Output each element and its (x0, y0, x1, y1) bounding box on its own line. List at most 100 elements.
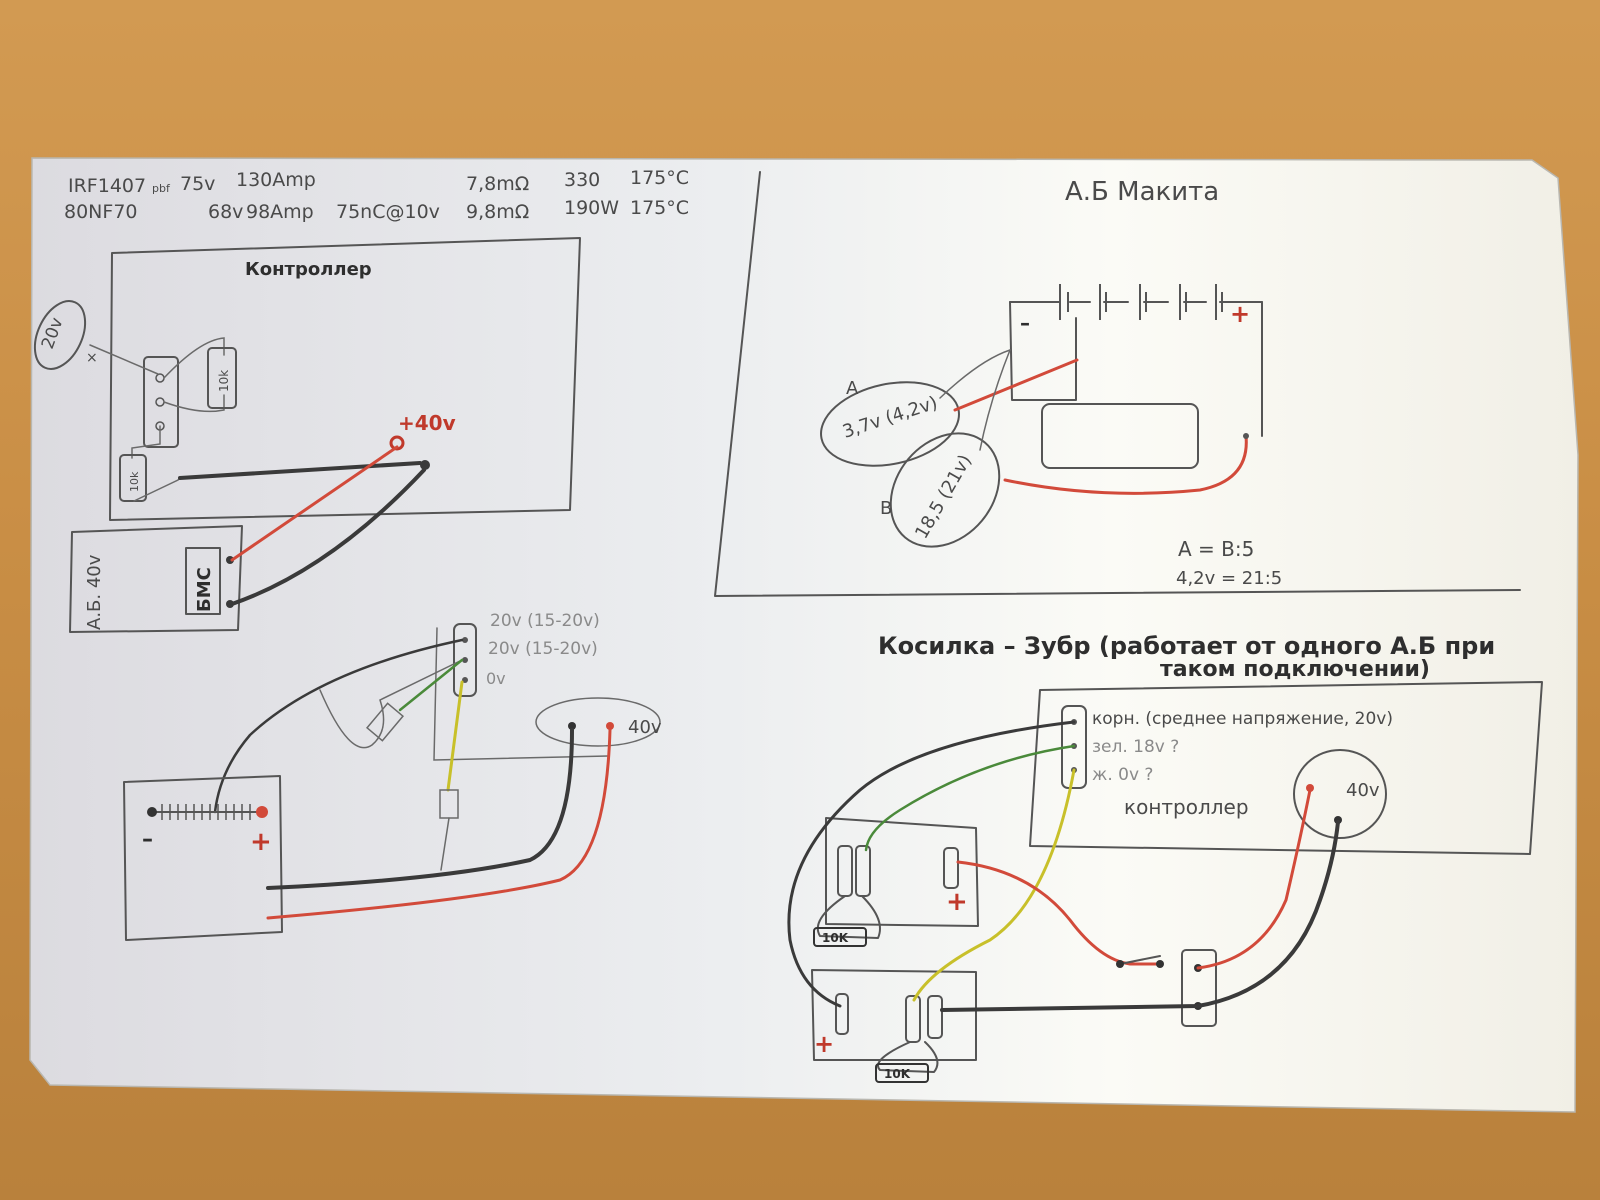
plus-sign: + (250, 827, 272, 857)
controller-box (1029, 681, 1543, 855)
wire (163, 394, 225, 413)
plus-sign-upper: + (946, 887, 968, 917)
spec-row2-voltage: 68v (208, 201, 243, 223)
battery-box (69, 525, 243, 633)
output-voltage: 40v (628, 717, 662, 738)
formula-2: 4,2v = 21:5 (1176, 568, 1282, 589)
trigger-diagram: 20v (15-20v) 20v (15-20v) 0v – + 40v (123, 611, 662, 941)
plus-terminal (256, 806, 268, 818)
resistor-upper-label: 10K (822, 931, 849, 945)
trigger-plug (453, 623, 477, 697)
plus-voltage-label: +40v (398, 411, 456, 435)
minus-terminal (147, 807, 157, 817)
wire-yellow-label: ж. 0v ? (1092, 765, 1153, 785)
controller-title: Контроллер (245, 259, 372, 280)
plus-sign-lower: + (814, 1030, 834, 1058)
switch-lever (1119, 955, 1161, 965)
plug-label-top: 20v (15-20v) (490, 611, 600, 631)
plug-pin (462, 637, 468, 643)
spec-row2-charge: 75nC@10v (336, 201, 440, 223)
wire (979, 349, 1011, 451)
black-wire (213, 638, 464, 814)
switch-contact (1116, 960, 1124, 968)
red-wire (956, 860, 1162, 966)
battery-cells (1059, 284, 1223, 320)
black-wire (787, 720, 1076, 1008)
minus-sign: – (142, 827, 153, 852)
plus-sign: + (1230, 300, 1250, 328)
spec-row2-resistance: 9,8mΩ (466, 201, 529, 223)
black-wire (230, 468, 426, 606)
switch-block (1181, 949, 1217, 1027)
spec-row1-power: 330 (564, 169, 600, 191)
spec-row2-power: 190W (564, 197, 619, 219)
controller-diagram: Контроллер 20v × 10k 10k +40v А.Б. 40v Б… (33, 237, 581, 633)
resistor-bottom-label: 10k (128, 471, 141, 492)
output-bubble (1293, 749, 1387, 839)
spec-row1-current: 130Amp (236, 169, 316, 191)
terminal-dot (226, 556, 234, 564)
switch-contact (1156, 960, 1164, 968)
yellow-wire (446, 680, 464, 792)
spec-row1-voltage: 75v (180, 173, 215, 195)
wire (319, 659, 463, 749)
spec-row2-part: 80NF70 (64, 201, 138, 223)
bms-module (1041, 403, 1199, 469)
resistor-top-label: 10k (217, 370, 231, 392)
terminal-dot (606, 722, 614, 730)
plus-terminal (389, 435, 405, 451)
kosilka-diagram: Косилка – Зубр (работает от одного А.Б п… (787, 632, 1543, 1083)
blade-terminal (835, 993, 849, 1035)
bms-box (185, 547, 221, 615)
pot-cross-mark: × (86, 350, 98, 366)
wire-brown-label: корн. (среднее напряжение, 20v) (1092, 709, 1393, 729)
terminal-dot (568, 722, 576, 730)
wire-green-label: зел. 18v ? (1092, 737, 1179, 757)
yellow-wire (912, 768, 1076, 1002)
green-wire (398, 658, 464, 712)
battery-label: А.Б. 40v (84, 554, 105, 630)
wire (89, 344, 159, 375)
green-wire (864, 744, 1076, 852)
minus-terminal (420, 460, 430, 470)
kosilka-title-line1: Косилка – Зубр (работает от одного А.Б п… (878, 632, 1495, 660)
terminal-dot (1306, 784, 1314, 792)
black-wire (940, 820, 1340, 1012)
resistor-loop (877, 1041, 939, 1073)
red-wire (1196, 788, 1312, 970)
section-border (714, 171, 1521, 597)
battery-box (123, 775, 283, 941)
plug-label-bot: 0v (486, 669, 506, 688)
spec-row1-resistance: 7,8mΩ (466, 173, 529, 195)
red-wire (1003, 434, 1248, 495)
black-wire (266, 728, 574, 890)
blade-terminal (943, 847, 959, 889)
resistor-top (207, 347, 237, 409)
plug-label-mid: 20v (15-20v) (488, 639, 598, 659)
makita-title: А.Б Макита (1065, 177, 1219, 207)
resistor-bottom (119, 454, 147, 502)
wire (939, 349, 1011, 399)
red-wire (230, 445, 399, 562)
output-voltage: 40v (1346, 780, 1380, 801)
blade-terminal (905, 995, 921, 1043)
kosilka-title-line2: таком подключении) (1160, 657, 1430, 682)
formula-1: A = B:5 (1178, 537, 1254, 561)
junction-dot (1243, 433, 1249, 439)
trigger-connector (143, 356, 179, 448)
label-b: B (880, 498, 892, 519)
wire (440, 817, 450, 871)
resistor-upper (813, 927, 867, 947)
wire (163, 337, 225, 379)
battery-box-upper (825, 817, 979, 927)
spec-row2-current: 98Amp (246, 201, 314, 223)
resistor-lower (875, 1063, 929, 1083)
wire (131, 425, 161, 459)
plug-pin (462, 677, 468, 683)
controller-label: контроллер (1124, 795, 1249, 819)
spec-row1-temp: 175°C (630, 167, 689, 189)
pot-voltage-bubble (33, 300, 87, 370)
output-bubble (535, 697, 661, 747)
spec-row1-part: IRF1407 (68, 175, 146, 197)
